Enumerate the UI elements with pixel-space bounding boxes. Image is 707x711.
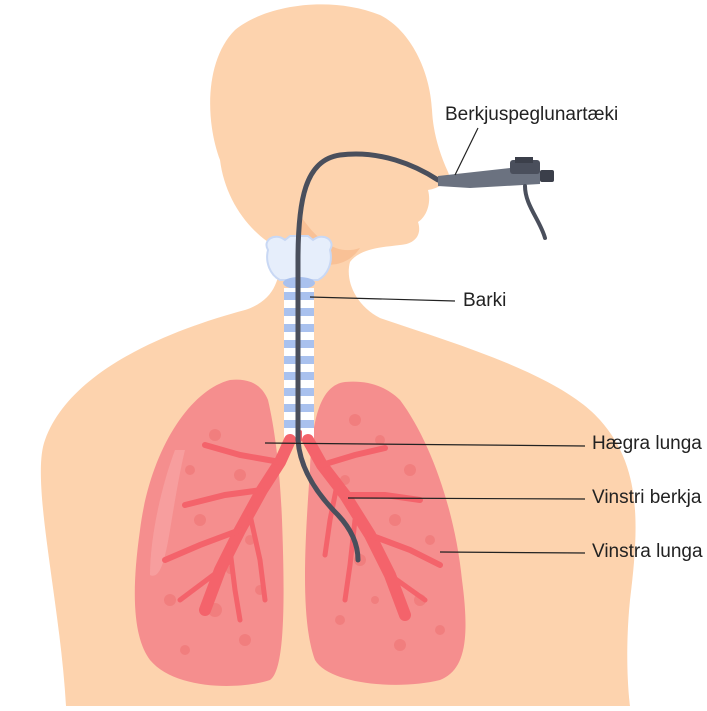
label-right-lung: Hægra lunga xyxy=(592,433,702,455)
label-left-lung: Vinstra lunga xyxy=(592,541,703,563)
label-left-bronchus: Vinstri berkja xyxy=(592,487,701,509)
label-bronchoscope: Berkjuspeglunartæki xyxy=(445,104,618,126)
leader-bronchoscope xyxy=(455,128,478,175)
label-trachea: Barki xyxy=(463,290,506,312)
